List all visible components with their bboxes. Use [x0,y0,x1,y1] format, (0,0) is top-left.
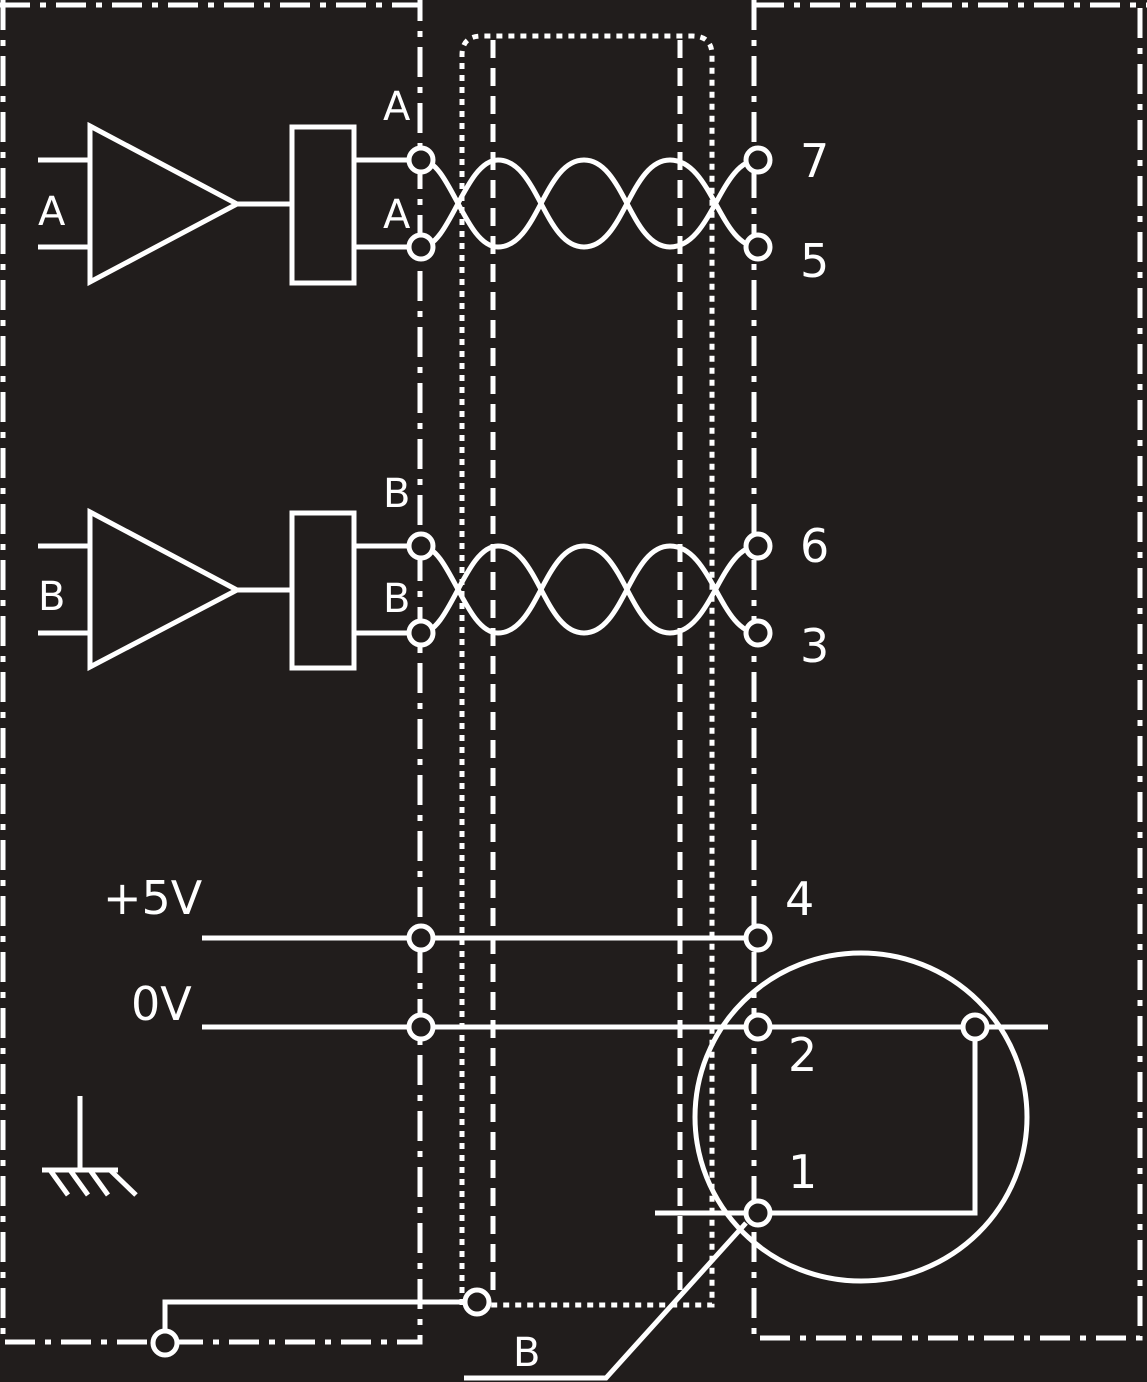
terminal-ground [150,1328,180,1358]
encoder-internal-link [758,1027,978,1216]
bottom-b-wire [464,1221,748,1381]
label-output-b-top: B [383,471,410,517]
twisted-pair-a-wire-1 [420,157,759,250]
terminal-pin-5 [743,232,773,262]
label-output-a-bottom: A [383,192,411,238]
line-driver-a-block [289,124,357,286]
twisted-pair-a [420,157,759,250]
label-supply-5v: +5V [103,871,203,925]
ground-icon [42,1096,138,1197]
right-enclosure-outline [751,0,1143,1341]
label-pin-5: 5 [800,234,829,288]
terminal-pin-7 [743,145,773,175]
terminal-pin-4 [743,923,773,953]
amplifier-a-icon [87,121,243,287]
terminal-a-top [406,145,436,175]
terminal-pin-6 [743,531,773,561]
channel-b-driver [38,507,407,672]
twisted-pair-b [420,543,759,636]
terminal-5v-left [406,923,436,953]
label-pin-7: 7 [800,134,829,188]
cable-shield-outline [459,33,715,1308]
label-pin-3: 3 [800,619,829,673]
twisted-pair-b-wire-2 [420,543,759,636]
terminal-0v-left [406,1012,436,1042]
terminal-shield [462,1287,492,1317]
terminal-a-bottom [406,232,436,262]
label-pin-6: 6 [800,519,829,573]
encoder-circle [692,950,1030,1284]
line-driver-b-block [289,510,357,671]
label-output-b-bottom: B [383,576,410,622]
twisted-pair-a-wire-2 [420,157,759,250]
label-pin-2: 2 [788,1028,817,1082]
label-supply-0v: 0V [131,977,192,1031]
label-pin-4: 4 [785,872,814,926]
terminal-pin-2 [743,1012,773,1042]
channel-a-driver [38,121,407,287]
label-output-a-top: A [383,84,411,130]
terminal-encoder-0v [960,1012,990,1042]
label-pin-1: 1 [788,1145,817,1199]
terminal-b-top [406,531,436,561]
twisted-pair-b-wire-1 [420,543,759,636]
label-input-b: B [38,574,65,620]
terminal-pin-3 [743,618,773,648]
terminal-b-bottom [406,618,436,648]
left-enclosure-outline [0,0,423,1345]
label-input-a: A [38,189,66,235]
amplifier-b-icon [87,507,243,672]
label-bottom-b: B [513,1330,540,1376]
terminal-pin-1 [743,1198,773,1228]
